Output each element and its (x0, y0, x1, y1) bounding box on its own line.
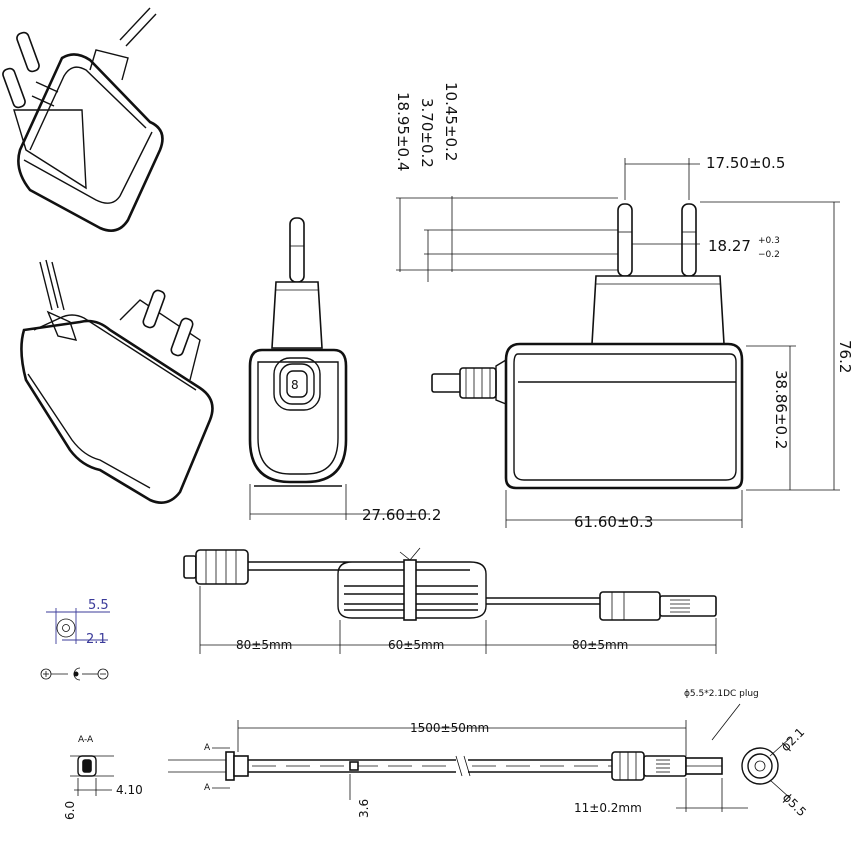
dim-cable-seg3: 80±5mm (572, 638, 628, 652)
plug-label: ϕ5.5*2.1DC plug (684, 689, 759, 699)
iso-view-top (2, 7, 164, 232)
plug-face-outer: 5.5 (88, 598, 109, 613)
dim-section-width: 4.10 (116, 783, 143, 797)
section-marker-bottom: A (204, 783, 211, 793)
minus-icon (97, 668, 109, 680)
front-view: 8 27.60±0.2 (248, 217, 441, 524)
dim-plug-inner: ϕ2.1 (778, 725, 807, 754)
section-label: A-A (78, 735, 94, 745)
svg-text:8: 8 (291, 378, 299, 392)
dim-pin-length: 18.27 (708, 237, 751, 255)
coiled-cable-view: 80±5mm 60±5mm 80±5mm (183, 547, 717, 654)
dim-cable-seg2: 60±5mm (388, 638, 444, 652)
plug-face-inner: 2.1 (86, 632, 107, 647)
dim-pin-tol-minus: −0.2 (758, 250, 780, 260)
dim-vertical-a: 10.45±0.2 (442, 82, 460, 161)
plus-icon (40, 668, 52, 680)
dim-plug-outer: ϕ5.5 (780, 790, 809, 819)
center-positive-icon (73, 667, 81, 681)
polarity-symbols (40, 667, 109, 681)
section-marker-top: A (204, 743, 211, 753)
plug-face-detail: 5.5 2.1 (46, 598, 110, 647)
dim-total-height: 76.2 (836, 340, 854, 373)
cable-length-view: A A 1500±50mm ϕ5.5*2.1DC plug 3.6 11±0.2… (63, 689, 809, 820)
dim-pin-tol-plus: +0.3 (758, 236, 780, 246)
dim-total-length: 1500±50mm (410, 721, 489, 735)
dim-front-width: 27.60±0.2 (362, 506, 441, 524)
dim-pin-spacing: 17.50±0.5 (706, 154, 785, 172)
dim-cable-seg1: 80±5mm (236, 638, 292, 652)
dim-section-height: 6.0 (63, 801, 77, 820)
dim-side-width: 61.60±0.3 (574, 513, 653, 531)
iso-view-bottom (20, 259, 214, 504)
dim-vertical-c: 18.95±0.4 (394, 92, 412, 171)
dim-vertical-b: 3.70±0.2 (418, 98, 436, 168)
dim-plug-length: 11±0.2mm (574, 801, 642, 815)
side-view: 17.50±0.5 18.27 +0.3 −0.2 76.2 38.86±0.2… (394, 82, 854, 531)
dim-body-height: 38.86±0.2 (772, 370, 790, 449)
dim-cable-dia: 3.6 (357, 799, 371, 818)
